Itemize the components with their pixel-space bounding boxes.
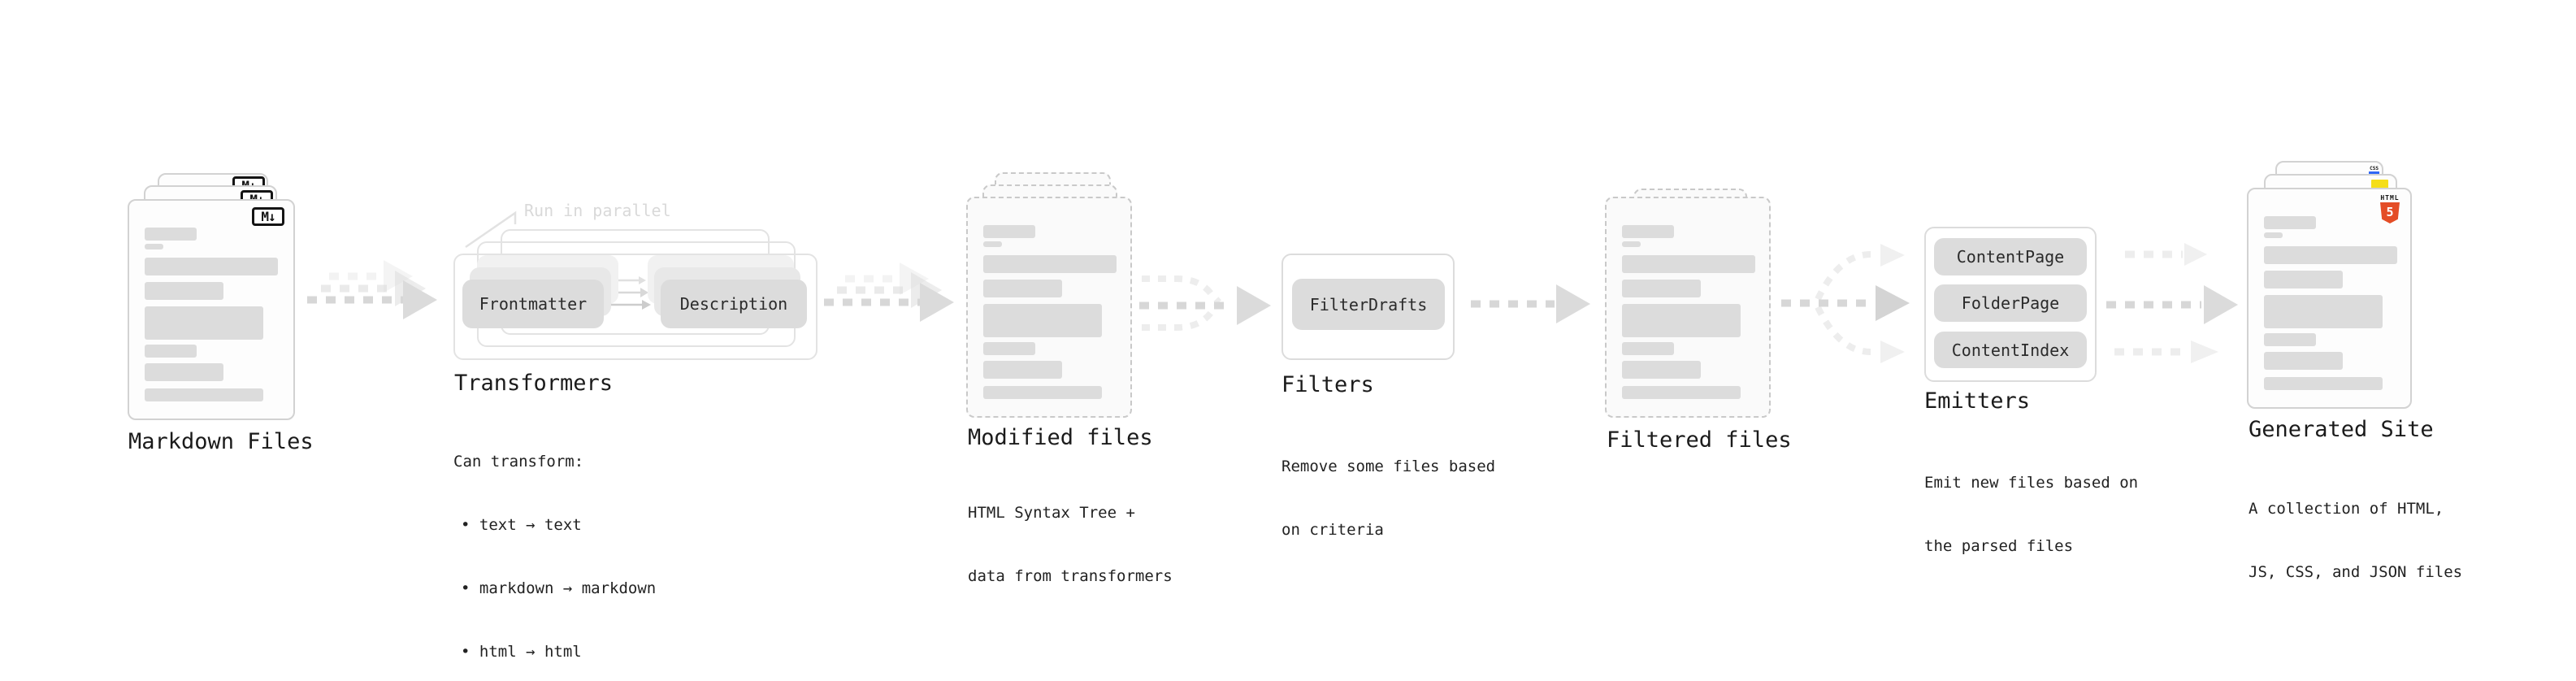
arrow-transformers-to-modified [824, 262, 954, 322]
description-line: data from transformers [968, 567, 1173, 585]
transformers-label: Transformers [454, 371, 614, 396]
arrow-markdown-to-transformers [307, 260, 437, 319]
filters-label: Filters [1281, 372, 1374, 397]
transformer-step-arrows [611, 276, 651, 310]
markdown-files-label: Markdown Files [128, 429, 314, 454]
description-line: on criteria [1281, 521, 1384, 539]
filtered-files-label: Filtered files [1607, 427, 1792, 453]
modified-files-label: Modified files [968, 425, 1153, 450]
contentpage-pill: ContentPage [1934, 238, 2087, 275]
annotation-leader-line [465, 210, 517, 249]
js-icon [2371, 180, 2388, 189]
arrow-emitters-to-generated [2106, 243, 2238, 363]
modified-files-description: HTML Syntax Tree + data from transformer… [968, 460, 1173, 629]
description-line: • html → html [461, 643, 582, 661]
run-in-parallel-annotation: Run in parallel [524, 201, 671, 220]
description-line: A collection of HTML, [2249, 500, 2444, 518]
folderpage-pill: FolderPage [1934, 284, 2087, 322]
description-line: Can transform: [453, 453, 584, 471]
generated-site-description: A collection of HTML, JS, CSS, and JSON … [2249, 456, 2462, 625]
generated-site-label: Generated Site [2249, 417, 2434, 442]
arrow-filters-to-filtered [1471, 284, 1590, 323]
description-line: the parsed files [1924, 537, 2074, 555]
transformer-frame [453, 254, 817, 360]
filterdrafts-pill: FilterDrafts [1292, 279, 1445, 330]
emitters-description: Emit new files based on the parsed files [1924, 430, 2138, 599]
markdown-icon: M↓ [252, 207, 284, 226]
frontmatter-pill: Frontmatter [462, 280, 604, 328]
description-line: Remove some files based [1281, 458, 1496, 475]
arrow-modified-to-filters [1139, 275, 1271, 331]
filters-description: Remove some files based on criteria [1281, 414, 1495, 583]
description-line: HTML Syntax Tree + [968, 504, 1135, 522]
html5-icon: HTML 5 [2379, 194, 2400, 223]
transformers-description: Can transform: • text → text • markdown … [453, 409, 656, 681]
description-line: • text → text [461, 516, 582, 534]
generated-site-card: HTML 5 [2247, 188, 2412, 409]
contentindex-pill: ContentIndex [1934, 332, 2087, 368]
emitters-label: Emitters [1924, 388, 2031, 414]
html5-caption: HTML [2380, 194, 2400, 202]
filtered-file-card [1605, 197, 1771, 418]
markdown-file-card: M↓ [128, 199, 295, 420]
description-line: Emit new files based on [1924, 474, 2139, 492]
arrow-filtered-to-emitters [1781, 244, 1910, 363]
html5-shield: 5 [2380, 202, 2400, 223]
css-icon: CSS [2369, 166, 2379, 174]
description-line: • markdown → markdown [461, 579, 657, 597]
description-line: JS, CSS, and JSON files [2249, 563, 2463, 581]
modified-file-card [966, 197, 1132, 418]
description-pill: Description [661, 280, 807, 328]
